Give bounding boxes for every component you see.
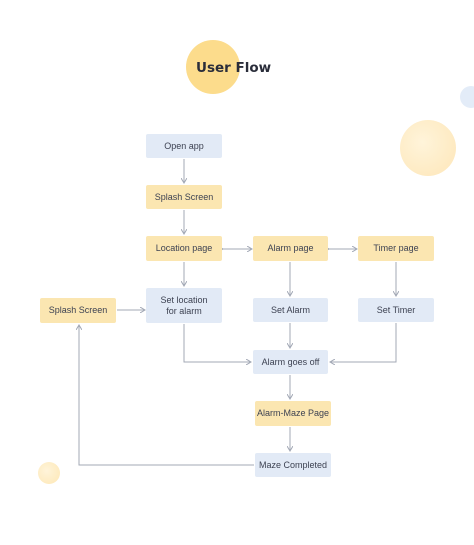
title-accent-circle (186, 40, 240, 94)
node-alarm-goes-off: Alarm goes off (253, 350, 328, 374)
diagram-title: User Flow (196, 60, 272, 76)
edge-set-location-to-alarm-off (183, 324, 251, 362)
edge-set-timer-to-alarm-off (330, 323, 397, 362)
node-location-page: Location page (146, 236, 222, 261)
node-maze-completed: Maze Completed (255, 453, 331, 477)
node-splash-screen-left: Splash Screen (40, 298, 116, 323)
node-alarm-page: Alarm page (253, 236, 328, 261)
node-set-timer: Set Timer (358, 298, 434, 322)
node-splash-screen-top: Splash Screen (146, 185, 222, 209)
decorative-circle-small (460, 86, 474, 108)
node-timer-page: Timer page (358, 236, 434, 261)
node-set-alarm: Set Alarm (253, 298, 328, 322)
node-set-location: Set location for alarm (146, 288, 222, 323)
decorative-circle-bottom (38, 462, 60, 484)
edge-completed-to-splash-left (79, 325, 254, 466)
node-open-app: Open app (146, 134, 222, 158)
decorative-circle-large (400, 120, 456, 176)
node-alarm-maze-page: Alarm-Maze Page (255, 401, 331, 426)
